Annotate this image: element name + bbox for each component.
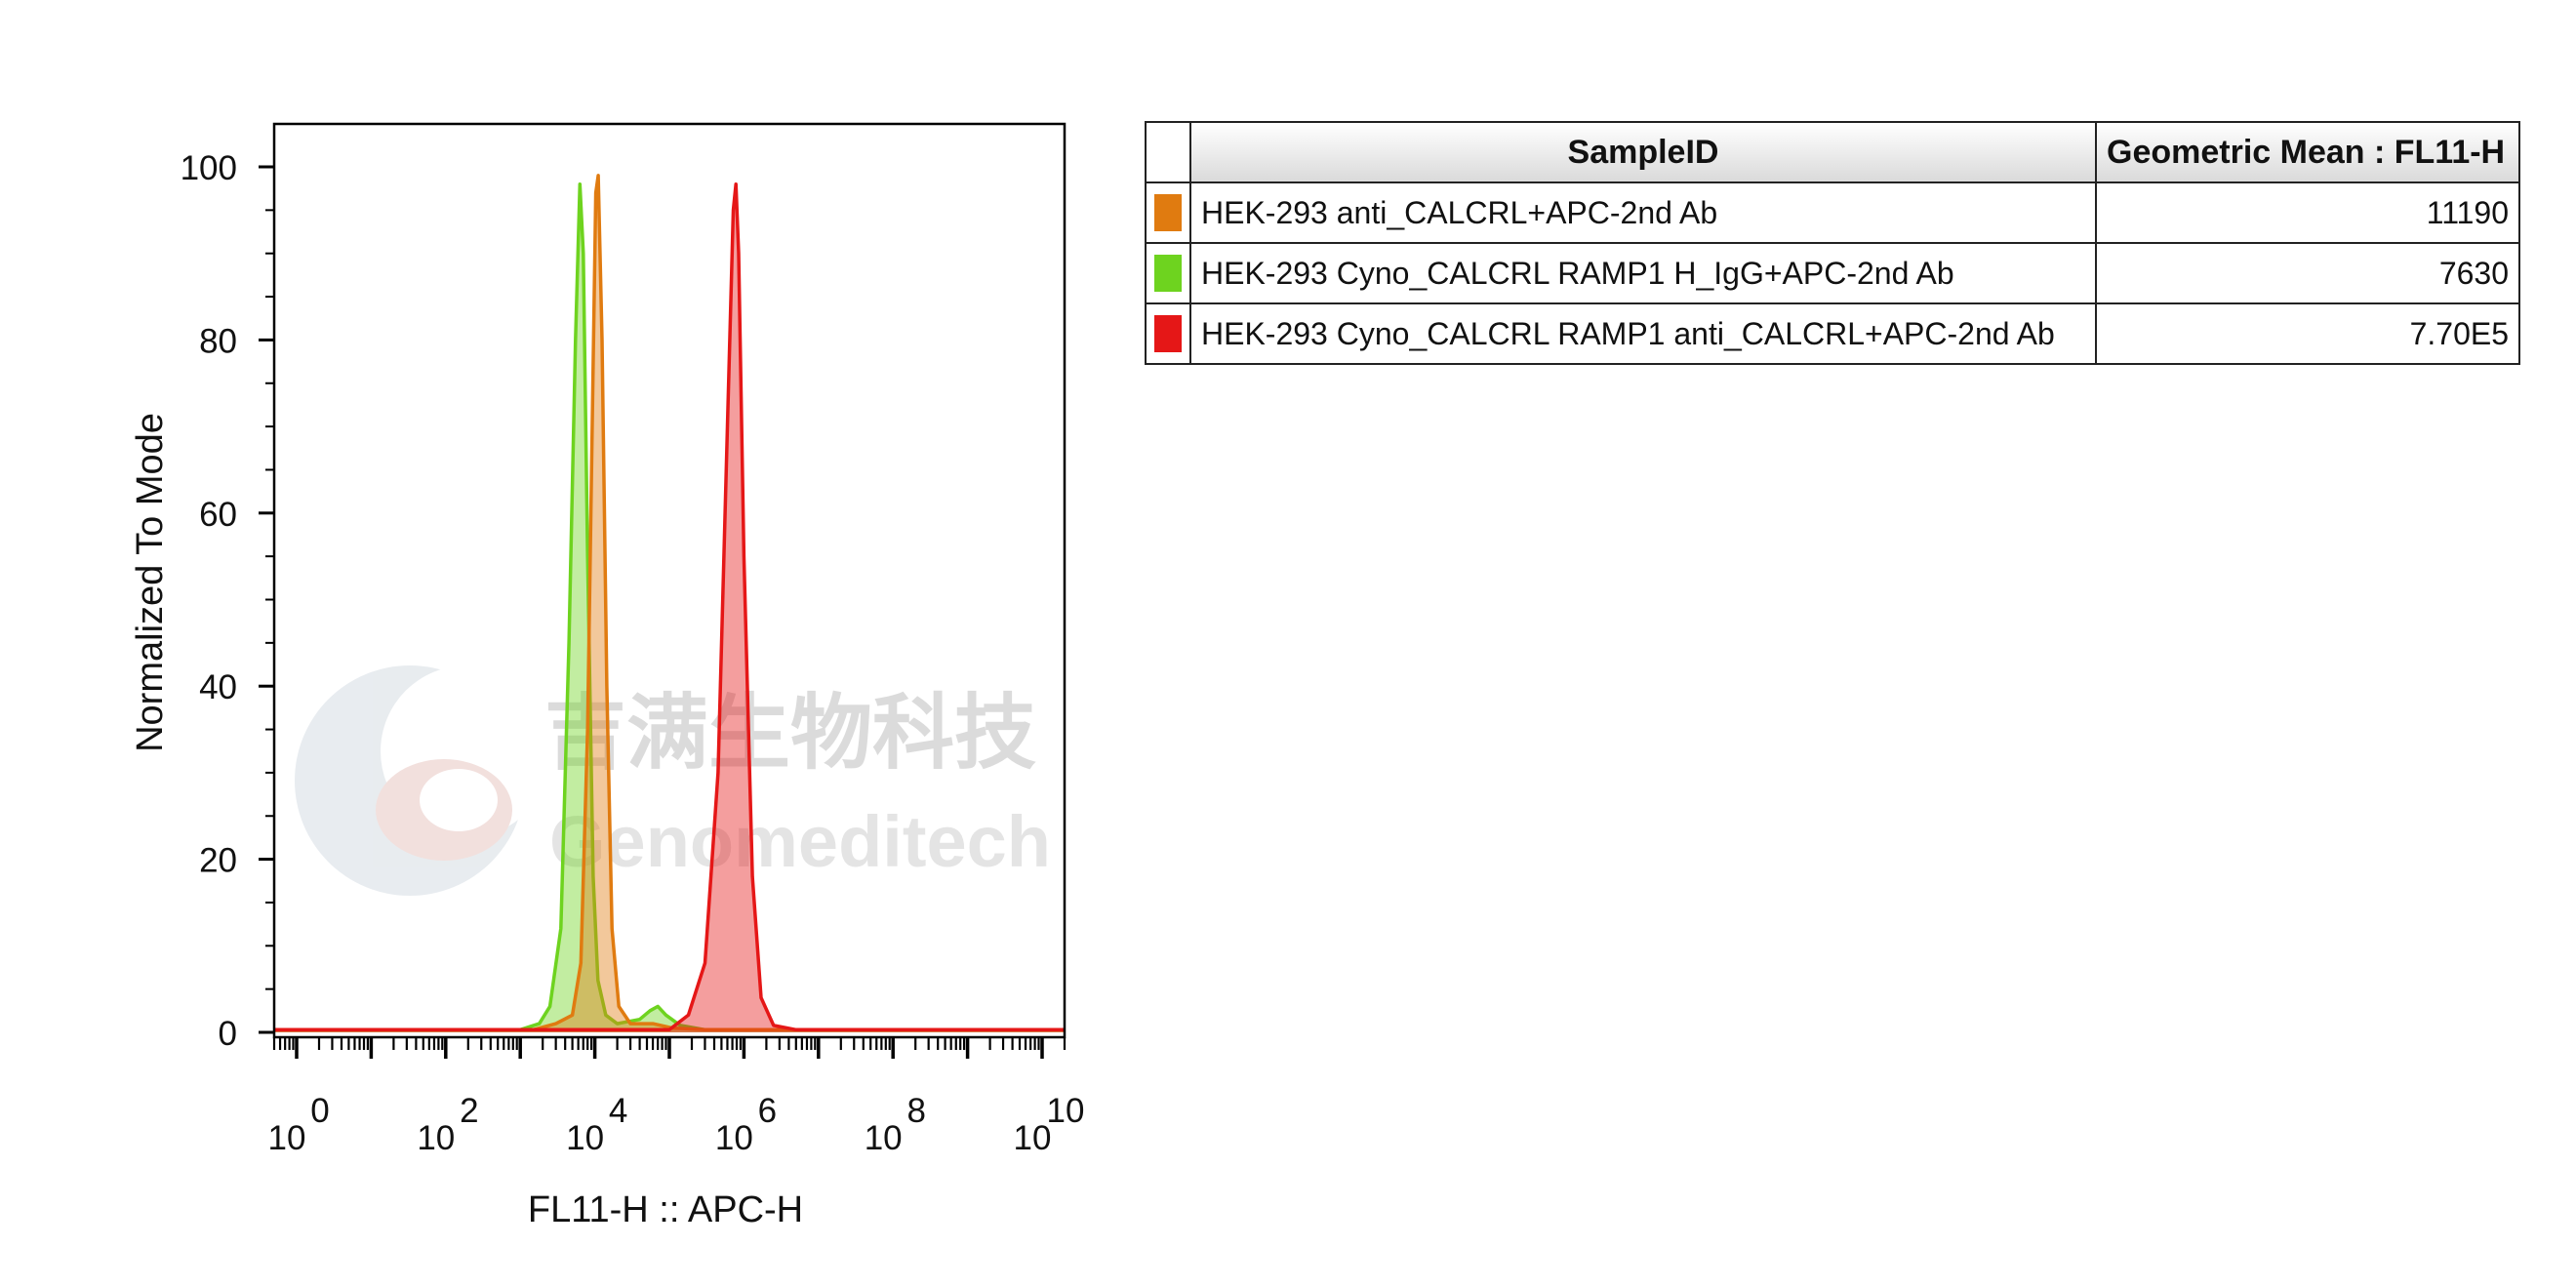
legend-sample: HEK-293 anti_CALCRL+APC-2nd Ab [1189,181,2097,244]
y-tick-label: 100 [181,149,237,187]
y-tick-label: 60 [199,496,237,534]
x-tick-exp: 10 [1047,1092,1085,1130]
y-tick-label: 0 [219,1015,237,1053]
y-axis-label: Normalized To Mode [130,413,171,752]
x-tick-exp: 4 [609,1092,627,1130]
legend-value: 7.70E5 [2095,302,2520,365]
x-tick-base: 10 [566,1119,604,1157]
legend-table: SampleID Geometric Mean : FL11-H HEK-293… [1145,121,2520,365]
series-layer [274,174,1065,1032]
x-tick-exp: 8 [906,1092,925,1130]
x-tick-exp: 2 [460,1092,478,1130]
series-line-0 [274,181,1065,1032]
x-tick-label: 104 [566,1092,627,1157]
legend-header-row: SampleID Geometric Mean : FL11-H [1145,121,2520,183]
legend-sample: HEK-293 Cyno_CALCRL RAMP1 H_IgG+APC-2nd … [1189,242,2097,304]
series-area-2 [274,183,1065,1032]
x-axis-label: FL11-H :: APC-H [528,1189,803,1230]
y-axis: 0 20 40 60 80 100 [181,149,274,1053]
legend-row: HEK-293 Cyno_CALCRL RAMP1 H_IgG+APC-2nd … [1145,242,2520,304]
watermark: 吉满生物科技 Genomeditech [295,665,1051,896]
x-tick-base: 10 [268,1119,306,1157]
legend-header-sample: SampleID [1189,121,2097,183]
x-tick-label: 100 [268,1092,330,1157]
x-tick-base: 10 [865,1119,903,1157]
series-line-2 [274,181,1065,1032]
legend-header-value: Geometric Mean : FL11-H [2095,121,2520,183]
legend-swatch [1154,194,1182,231]
x-tick-base: 10 [417,1119,455,1157]
y-tick-label: 40 [199,668,237,706]
series-area-1 [274,175,1065,1032]
watermark-cn-text: 吉满生物科技 [544,685,1036,781]
x-tick-base: 10 [715,1119,753,1157]
y-tick-label: 20 [199,842,237,880]
watermark-en-text: Genomeditech [549,801,1051,882]
legend-swatch [1154,255,1182,292]
legend-row: HEK-293 anti_CALCRL+APC-2nd Ab 11190 [1145,181,2520,244]
y-tick-label: 80 [199,322,237,360]
legend-value: 7630 [2095,242,2520,304]
legend-sample: HEK-293 Cyno_CALCRL RAMP1 anti_CALCRL+AP… [1189,302,2097,365]
plot-frame [272,122,1067,1039]
series-area-0 [274,183,1065,1032]
x-tick-base: 10 [1014,1119,1052,1157]
legend-value: 11190 [2095,181,2520,244]
x-tick-exp: 6 [758,1092,777,1130]
legend-row: HEK-293 Cyno_CALCRL RAMP1 anti_CALCRL+AP… [1145,302,2520,365]
x-tick-label: 108 [865,1092,926,1157]
legend-header-swatch [1145,121,1191,183]
x-tick-label: 102 [417,1092,478,1157]
legend-swatch [1154,315,1182,352]
x-tick-exp: 0 [310,1092,329,1130]
series-line-1 [274,174,1065,1032]
x-tick-label: 106 [715,1092,777,1157]
